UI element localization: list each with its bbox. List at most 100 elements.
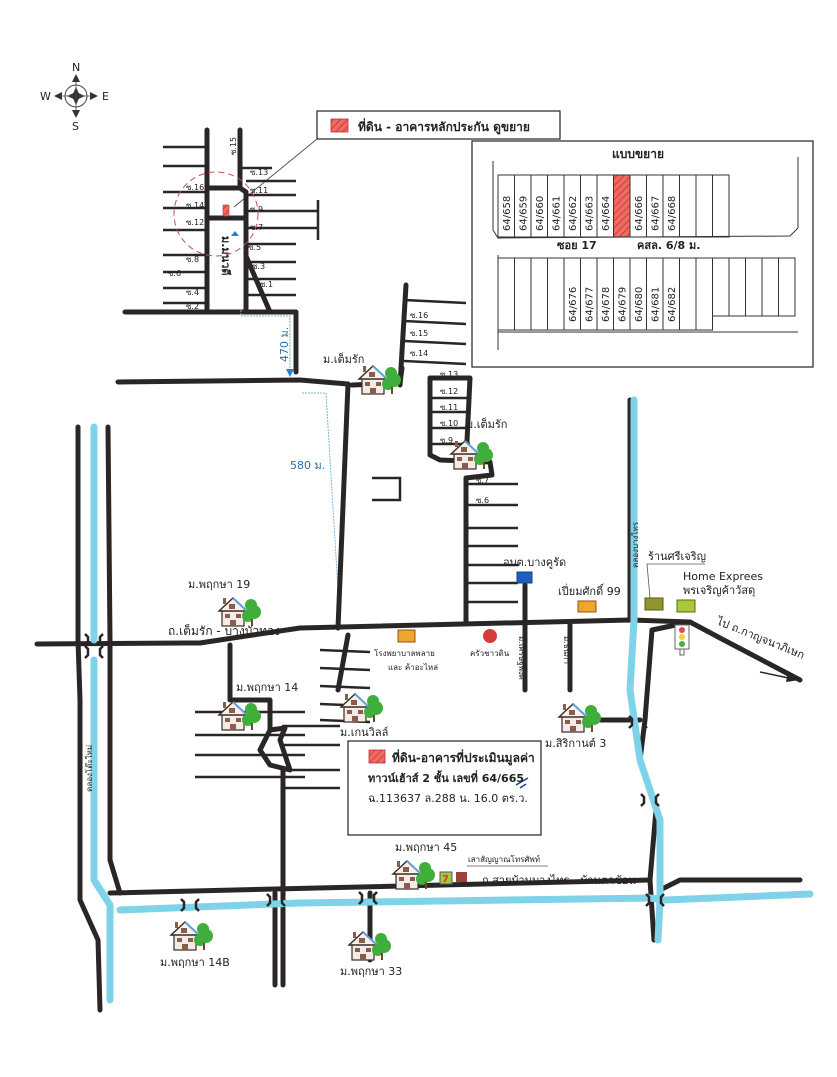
- soi-label: ซ.14: [186, 201, 204, 210]
- inset-width-label: คสล. 6/8 ม.: [637, 239, 700, 252]
- village-label: ม.พฤกษา 14B: [160, 956, 230, 969]
- soi-label: ซ.5: [248, 243, 261, 252]
- inset-plot: [761, 257, 779, 317]
- soi-label: ซ.12: [186, 218, 204, 227]
- plot-number: 64/659: [519, 196, 530, 231]
- plot-number: 64/661: [552, 196, 563, 231]
- village-marker: ม.พฤกษา 14B: [160, 921, 230, 969]
- inset-plot: [728, 257, 746, 317]
- south-road-label: ถ.สายบ้านบางไทร - บ้านตาช้อน: [482, 874, 636, 887]
- plot-number: 64/658: [502, 196, 513, 231]
- soi-label: ซ.13: [440, 370, 458, 379]
- inset-plot: [745, 257, 763, 317]
- inset-plot: [547, 257, 565, 331]
- inset-plot: [514, 257, 532, 331]
- soi-label: ซ.6: [476, 496, 489, 505]
- restaurant: ครัวชาวดิน: [470, 629, 510, 658]
- home-express-label: Home Exprees: [683, 570, 763, 583]
- main-road-label: ถ.เต็มรัก - บางบัวทอง: [168, 623, 280, 638]
- top-village-roads: ม.มนวดี ซ.16ซ.14ซ.12ซ.8ซ.6ซ.4ซ.2ซ.15ซ.13…: [122, 127, 320, 375]
- soi-label: ซ.10: [440, 419, 458, 428]
- village-label: ม.พฤกษา 45: [395, 841, 457, 854]
- appraisal-swatch: [368, 749, 386, 764]
- inset-plot: [613, 174, 631, 238]
- compass-s: S: [72, 120, 79, 133]
- soi-label: ซ.9: [250, 205, 263, 214]
- inset-plot: 64/666: [629, 174, 647, 238]
- legend-appraisal: ที่ดิน-อาคารที่ประเมินมูลค่า ทาวน์เฮ้าส์…: [347, 740, 542, 836]
- soi-label: ซ.16: [410, 311, 428, 320]
- compass-rose: N S E W: [40, 61, 109, 133]
- inset-plot: [530, 257, 548, 331]
- plot-number: 64/664: [601, 196, 612, 231]
- plot-number: 64/680: [634, 287, 645, 322]
- inset-plot: 64/679: [613, 257, 631, 331]
- plot-number: 64/679: [618, 287, 629, 322]
- kanchanaphisek-label: ไป ถ.กาญจนาภิเษก: [714, 614, 806, 661]
- soi-label: ซ.14: [410, 349, 428, 358]
- distance-470: 470 ม.: [278, 327, 291, 362]
- village-marker: ม.พฤกษา 19: [188, 578, 262, 627]
- inset-plot: 64/667: [646, 174, 664, 238]
- appraisal-line-3: ฉ.113637 ล.288 น. 16.0 ตร.ว.: [368, 792, 528, 805]
- appraisal-line-1: ที่ดิน-อาคารที่ประเมินมูลค่า: [392, 749, 535, 766]
- inset-plot: 64/678: [596, 257, 614, 331]
- appraisal-line-2: ทาวน์เฮ้าส์ 2 ชั้น เลขที่ 64/665: [368, 770, 524, 785]
- mid-soi-labels: ซ.16 ซ.15 ซ.14 ซ.13 ซ.12 ซ.11 ซ.10 ซ.9 ซ.7 ซ.6: [410, 311, 489, 505]
- distance-580: 580 ม.: [290, 459, 325, 472]
- legend-collateral: ที่ดิน - อาคารหลักประกัน ดูขยาย: [233, 110, 561, 208]
- inset-plot: 64/660: [530, 174, 548, 238]
- road-network: [34, 282, 803, 1013]
- restaurant-label: ครัวชาวดิน: [470, 649, 510, 658]
- soi-a-label: ม.เศรษฐพงศ์: [517, 636, 527, 680]
- plot-number: 64/682: [667, 287, 678, 322]
- soi-label: ซ.7: [476, 476, 489, 485]
- village-marker: ม.เต็มรัก: [323, 352, 402, 395]
- collateral-swatch: [330, 118, 349, 133]
- soi-label: ซ.2: [186, 302, 199, 311]
- soi-label: ซ.9: [440, 436, 453, 445]
- plot-number: 64/660: [535, 196, 546, 231]
- villages: ม.เต็มรัก ม.เต็มรัก ม.พฤกษา 19 ม.พฤกษา 1…: [160, 352, 606, 978]
- inset-plot: [497, 257, 515, 331]
- village-marker: ม.พฤกษา 45: [392, 841, 457, 890]
- village-label: ม.พฤกษา 19: [188, 578, 250, 591]
- compass-w: W: [40, 90, 51, 103]
- inset-plot: 64/661: [547, 174, 565, 238]
- inset-plot: [695, 257, 713, 331]
- inset-plot: [712, 174, 730, 238]
- soi-label: ซ.13: [250, 168, 268, 177]
- traffic-light-icon: [674, 624, 690, 656]
- telephone-label: เสาสัญญาณโทรศัพท์: [468, 854, 540, 864]
- hospital-shop: โรงพยาบาลพลาย และ ค้าอะไหล่: [374, 629, 438, 672]
- soi-label: ซ.4: [186, 288, 199, 297]
- inset-plot: [695, 174, 713, 238]
- plot-number: 64/676: [568, 287, 579, 322]
- soi-label: ซ.8: [186, 255, 199, 264]
- compass-e: E: [102, 90, 109, 103]
- hospital-label-1: โรงพยาบาลพลาย: [374, 648, 435, 658]
- village-marker: ม.สิริกานต์ 3: [545, 703, 606, 750]
- inset-plot: 64/658: [497, 174, 515, 238]
- inset-street-label: ซอย 17: [557, 239, 597, 252]
- soi-label: ซ.12: [440, 387, 458, 396]
- pornjaroen-label: พรเจริญค้าวัสดุ: [683, 584, 755, 597]
- inset-plot: [679, 257, 697, 331]
- srijaroen-label: ร้านศรีเจริญ: [648, 550, 706, 563]
- distance-markers: 470 ม. 580 ม.: [240, 310, 341, 623]
- soi-label: ซ.15: [410, 329, 428, 338]
- soi-label: ซ.15: [229, 137, 238, 155]
- soi-label: ซ.11: [440, 403, 458, 412]
- soi-label: ซ.3: [252, 262, 265, 271]
- inset-plot: 64/663: [580, 174, 598, 238]
- village-label: ม.พฤกษา 14: [236, 681, 298, 694]
- telephone-tower: 7 เสาสัญญาณโทรศัพท์: [439, 854, 548, 885]
- village-label: ม.สิริกานต์ 3: [545, 737, 606, 750]
- inset-plot: [679, 174, 697, 238]
- inset-plot: 64/677: [580, 257, 598, 331]
- canal-west-label: คลองโต๊ะใหม่: [84, 745, 94, 792]
- soi-label: ซ.1: [260, 280, 273, 289]
- soi-label: ซ.16: [186, 183, 204, 192]
